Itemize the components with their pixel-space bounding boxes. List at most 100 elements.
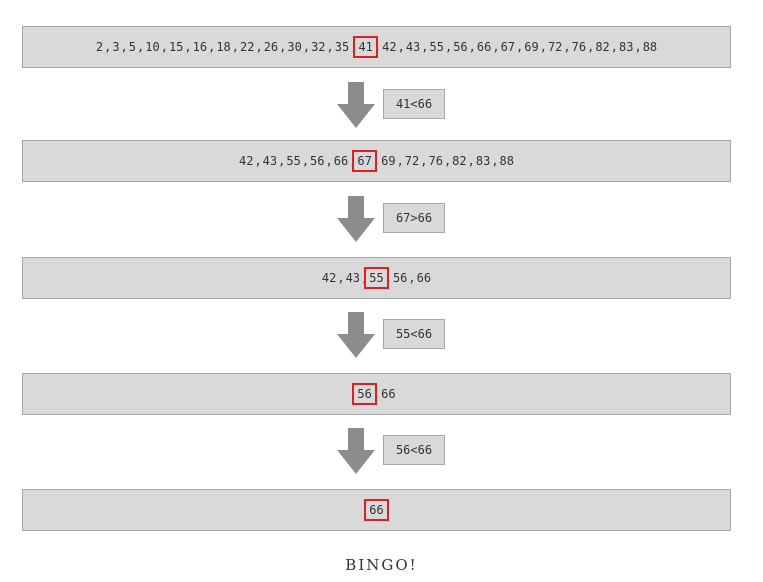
array-element: 42 bbox=[321, 271, 337, 285]
array-element: 5 bbox=[128, 40, 137, 54]
comma-separator: , bbox=[301, 154, 310, 168]
comma-separator: , bbox=[208, 40, 216, 54]
array-element: 69 bbox=[381, 154, 396, 168]
array-row-3: 42,43,55,56,66 bbox=[22, 257, 731, 299]
array-element: 16 bbox=[192, 40, 208, 54]
array-element: 43 bbox=[345, 271, 361, 285]
comma-separator: , bbox=[326, 40, 334, 54]
comma-separator: , bbox=[396, 154, 404, 168]
array-element: 83 bbox=[475, 154, 491, 168]
comma-separator: , bbox=[373, 40, 382, 54]
step-1: 41<66 bbox=[337, 82, 447, 128]
down-arrow-icon bbox=[337, 312, 375, 358]
array-row-5: 66 bbox=[22, 489, 731, 531]
comma-separator: , bbox=[444, 40, 453, 54]
comma-separator: , bbox=[539, 40, 547, 54]
array-element: 67 bbox=[500, 40, 516, 54]
array-element: 26 bbox=[263, 40, 279, 54]
array-element: 2 bbox=[95, 40, 104, 54]
middle-element: 55 bbox=[364, 267, 389, 289]
comma-separator: , bbox=[384, 271, 392, 285]
comparison-label: 55<66 bbox=[383, 319, 445, 349]
array-element: 69 bbox=[524, 40, 539, 54]
comma-separator: , bbox=[137, 40, 145, 54]
comparison-label: 56<66 bbox=[383, 435, 445, 465]
array-element: 66 bbox=[416, 271, 432, 285]
array-element: 22 bbox=[240, 40, 255, 54]
comma-separator: , bbox=[443, 154, 452, 168]
array-element: 18 bbox=[216, 40, 231, 54]
array-element: 42 bbox=[238, 154, 254, 168]
comma-separator: , bbox=[184, 40, 192, 54]
array-element: 66 bbox=[333, 154, 349, 168]
result-label: BINGO! bbox=[345, 556, 418, 574]
array-element: 72 bbox=[547, 40, 563, 54]
comma-separator: , bbox=[516, 40, 524, 54]
comma-separator: , bbox=[337, 271, 345, 285]
array-element: 42 bbox=[382, 40, 397, 54]
comma-separator: , bbox=[408, 271, 416, 285]
comma-separator: , bbox=[255, 40, 263, 54]
middle-element: 67 bbox=[352, 150, 377, 172]
array-element: 56 bbox=[310, 154, 325, 168]
down-arrow-icon bbox=[337, 196, 375, 242]
middle-element: 66 bbox=[364, 499, 389, 521]
array-element: 76 bbox=[428, 154, 443, 168]
middle-element: 41 bbox=[353, 36, 379, 58]
comma-separator: , bbox=[372, 154, 381, 168]
array-element: 56 bbox=[453, 40, 468, 54]
array-element: 56 bbox=[392, 271, 408, 285]
comma-separator: , bbox=[120, 40, 128, 54]
comma-separator: , bbox=[302, 40, 311, 54]
array-element: 15 bbox=[168, 40, 184, 54]
comma-separator: , bbox=[467, 154, 475, 168]
array-element: 88 bbox=[499, 154, 514, 168]
array-row-4: 56,66 bbox=[22, 373, 731, 415]
array-element: 66 bbox=[476, 40, 492, 54]
comma-separator: , bbox=[468, 40, 476, 54]
comma-separator: , bbox=[104, 40, 112, 54]
comma-separator: , bbox=[610, 40, 618, 54]
comma-separator: , bbox=[421, 40, 429, 54]
down-arrow-icon bbox=[337, 82, 375, 128]
array-element: 43 bbox=[405, 40, 421, 54]
comma-separator: , bbox=[491, 154, 499, 168]
array-element: 82 bbox=[452, 154, 467, 168]
comma-separator: , bbox=[372, 387, 381, 401]
array-element: 82 bbox=[595, 40, 610, 54]
comma-separator: , bbox=[254, 154, 262, 168]
array-element: 30 bbox=[287, 40, 302, 54]
comma-separator: , bbox=[349, 154, 357, 168]
array-element: 10 bbox=[145, 40, 160, 54]
comma-separator: , bbox=[492, 40, 500, 54]
step-4: 56<66 bbox=[337, 428, 447, 474]
array-row-2: 42,43,55,56,66,67,69,72,76,82,83,88 bbox=[22, 140, 731, 182]
comma-separator: , bbox=[350, 40, 358, 54]
comma-separator: , bbox=[420, 154, 428, 168]
comma-separator: , bbox=[397, 40, 405, 54]
array-row-1: 2,3,5,10,15,16,18,22,26,30,32,35,41,42,4… bbox=[22, 26, 731, 68]
comma-separator: , bbox=[634, 40, 642, 54]
comma-separator: , bbox=[231, 40, 239, 54]
array-element: 83 bbox=[619, 40, 634, 54]
comma-separator: , bbox=[587, 40, 595, 54]
comparison-label: 67>66 bbox=[383, 203, 445, 233]
down-arrow-icon bbox=[337, 428, 375, 474]
array-element: 43 bbox=[262, 154, 278, 168]
comma-separator: , bbox=[563, 40, 571, 54]
step-2: 67>66 bbox=[337, 196, 447, 242]
array-element: 76 bbox=[571, 40, 587, 54]
comma-separator: , bbox=[279, 40, 287, 54]
comparison-label: 41<66 bbox=[383, 89, 445, 119]
array-element: 55 bbox=[429, 40, 444, 54]
array-element: 55 bbox=[286, 154, 301, 168]
array-element: 32 bbox=[311, 40, 326, 54]
middle-element: 56 bbox=[352, 383, 377, 405]
comma-separator: , bbox=[160, 40, 168, 54]
array-element: 35 bbox=[334, 40, 350, 54]
comma-separator: , bbox=[325, 154, 333, 168]
comma-separator: , bbox=[278, 154, 286, 168]
array-element: 3 bbox=[112, 40, 120, 54]
array-element: 88 bbox=[642, 40, 658, 54]
array-element: 66 bbox=[381, 387, 396, 401]
